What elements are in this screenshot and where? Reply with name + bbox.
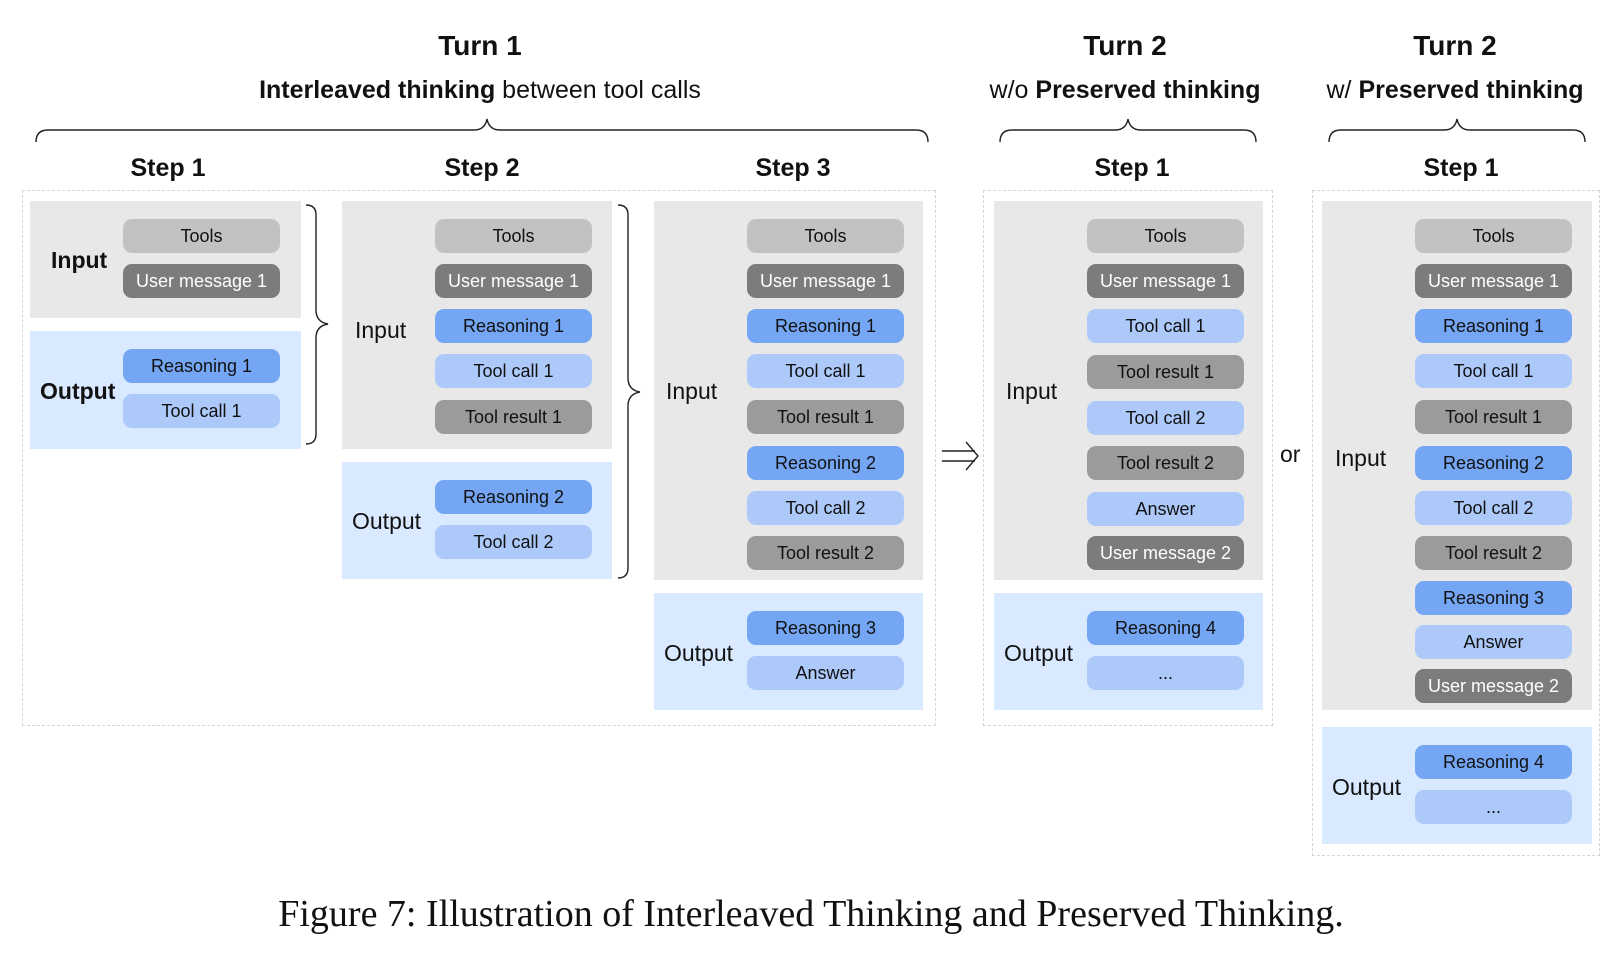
t2b-input-label: Input — [1335, 445, 1387, 471]
turn2-without-bold: Preserved thinking — [1035, 76, 1261, 104]
implies-arrow — [942, 441, 979, 471]
t2a-in-2: Tool call 1 — [1087, 309, 1244, 343]
t2a-output-label: Output — [1004, 640, 1074, 666]
t1s3-output-label: Output — [664, 640, 734, 666]
turn1-top-brace — [35, 118, 929, 143]
t2b-in-5: Reasoning 2 — [1415, 446, 1572, 480]
figure-caption: Figure 7: Illustration of Interleaved Th… — [278, 893, 1344, 935]
t2a-in-0: Tools — [1087, 219, 1244, 253]
turn1-subtitle-rest: between tool calls — [495, 76, 701, 104]
turn2-without-subtitle: w/o Preserved thinking — [955, 76, 1295, 105]
t2a-in-4: Tool call 2 — [1087, 401, 1244, 435]
turn2-with-prefix: w/ — [1326, 76, 1359, 104]
turn2-with-subtitle: w/ Preserved thinking — [1285, 76, 1622, 105]
t2b-in-8: Reasoning 3 — [1415, 581, 1572, 615]
t1s1-input-label: Input — [51, 247, 108, 273]
turn1-step1-label: Step 1 — [130, 154, 206, 182]
turn2-without-title: Turn 2 — [1083, 30, 1167, 61]
t1s3-in-6: Tool call 2 — [747, 491, 904, 525]
t1s3-in-0: Tools — [747, 219, 904, 253]
turn2-with-bold: Preserved thinking — [1358, 76, 1584, 104]
turn1-subtitle-bold: Interleaved thinking — [259, 76, 496, 104]
t2b-out-1: ... — [1415, 790, 1572, 824]
t2b-in-2: Reasoning 1 — [1415, 309, 1572, 343]
t1s2-in-1: User message 1 — [435, 264, 592, 298]
t1s3-in-4: Tool result 1 — [747, 400, 904, 434]
t2a-in-7: User message 2 — [1087, 536, 1244, 570]
t1s3-in-3: Tool call 1 — [747, 354, 904, 388]
t1s3-in-7: Tool result 2 — [747, 536, 904, 570]
turn2-without-top-brace — [999, 118, 1257, 143]
t2a-in-5: Tool result 2 — [1087, 446, 1244, 480]
t2a-out-0: Reasoning 4 — [1087, 611, 1244, 645]
t1s2-in-4: Tool result 1 — [435, 400, 592, 434]
t1s1-out-1: Tool call 1 — [123, 394, 280, 428]
t1s2-in-3: Tool call 1 — [435, 354, 592, 388]
t2b-in-4: Tool result 1 — [1415, 400, 1572, 434]
t2b-output-label: Output — [1332, 774, 1402, 800]
t2b-in-0: Tools — [1415, 219, 1572, 253]
turn1-step2-label: Step 2 — [444, 154, 520, 182]
t2b-in-6: Tool call 2 — [1415, 491, 1572, 525]
t1s1-output-label: Output — [40, 378, 116, 404]
t1s3-in-5: Reasoning 2 — [747, 446, 904, 480]
t1s2-out-1: Tool call 2 — [435, 525, 592, 559]
t2b-in-10: User message 2 — [1415, 669, 1572, 703]
t1s1-out-0: Reasoning 1 — [123, 349, 280, 383]
turn1-subtitle: Interleaved thinking between tool calls — [160, 76, 800, 105]
turn2-with-step-label: Step 1 — [1423, 154, 1499, 182]
t2b-in-1: User message 1 — [1415, 264, 1572, 298]
t1s2-output-label: Output — [352, 508, 422, 534]
side-brace-step1 — [305, 204, 329, 445]
t2b-in-7: Tool result 2 — [1415, 536, 1572, 570]
t1s3-out-0: Reasoning 3 — [747, 611, 904, 645]
t1s1-in-1: User message 1 — [123, 264, 280, 298]
t2a-out-1: ... — [1087, 656, 1244, 690]
turn1-title: Turn 1 — [438, 30, 522, 61]
side-brace-step2 — [617, 204, 641, 579]
t1s2-in-0: Tools — [435, 219, 592, 253]
t2a-in-6: Answer — [1087, 492, 1244, 526]
turn2-without-prefix: w/o — [989, 76, 1036, 104]
t2b-in-3: Tool call 1 — [1415, 354, 1572, 388]
t2a-in-1: User message 1 — [1087, 264, 1244, 298]
turn2-without-container — [983, 190, 1273, 726]
turn1-container — [22, 190, 936, 726]
or-label: or — [1280, 441, 1301, 467]
t2a-in-3: Tool result 1 — [1087, 355, 1244, 389]
t1s1-in-0: Tools — [123, 219, 280, 253]
t2b-out-0: Reasoning 4 — [1415, 745, 1572, 779]
turn2-with-top-brace — [1328, 118, 1586, 143]
turn1-step3-label: Step 3 — [755, 154, 831, 182]
t1s3-input-label: Input — [666, 378, 718, 404]
t1s2-input-label: Input — [355, 317, 407, 343]
t1s2-out-0: Reasoning 2 — [435, 480, 592, 514]
t1s2-in-2: Reasoning 1 — [435, 309, 592, 343]
t2b-in-9: Answer — [1415, 625, 1572, 659]
turn2-with-title: Turn 2 — [1413, 30, 1497, 61]
turn2-without-step-label: Step 1 — [1094, 154, 1170, 182]
t1s3-out-1: Answer — [747, 656, 904, 690]
t2a-input-label: Input — [1006, 378, 1058, 404]
t1s3-in-1: User message 1 — [747, 264, 904, 298]
t1s3-in-2: Reasoning 1 — [747, 309, 904, 343]
turn2-with-container — [1312, 190, 1600, 856]
